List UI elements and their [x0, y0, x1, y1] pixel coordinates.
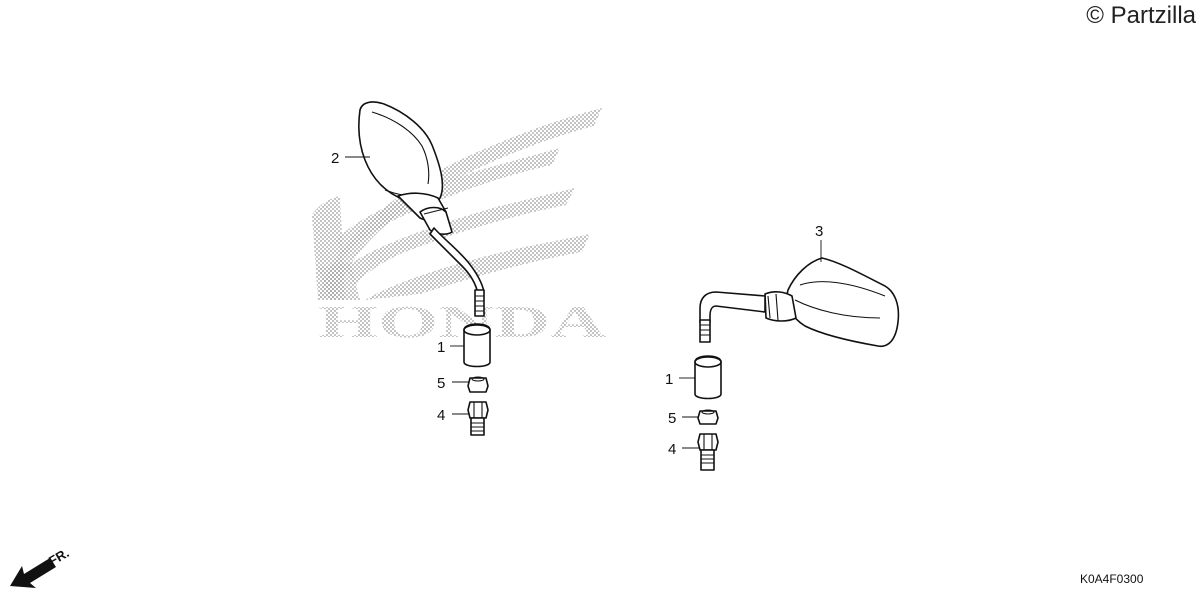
honda-watermark-text: HONDA [318, 296, 606, 347]
diagram-code: K0A4F0300 [1080, 572, 1144, 586]
callout-left-mirror: 2 [331, 150, 339, 167]
left-grip-end [463, 323, 491, 368]
callout-right-mirror: 3 [815, 223, 823, 240]
right-bolt [697, 433, 719, 471]
callout-left-grip-end: 1 [437, 339, 445, 356]
copyright-notice: © Partzilla [1086, 2, 1196, 29]
honda-wing-logo [312, 108, 602, 300]
left-nut [467, 376, 489, 393]
right-grip-end [694, 355, 722, 400]
callout-right-grip-end: 1 [665, 371, 673, 388]
callout-right-bolt: 4 [668, 441, 676, 458]
front-direction-arrow-icon [10, 558, 56, 588]
right-nut [697, 409, 719, 425]
callout-left-bolt: 4 [437, 407, 445, 424]
callout-left-nut: 5 [437, 375, 445, 392]
callout-right-nut: 5 [668, 410, 676, 427]
left-mirror [358, 101, 485, 317]
left-bolt [467, 401, 489, 436]
right-mirror [699, 257, 900, 348]
